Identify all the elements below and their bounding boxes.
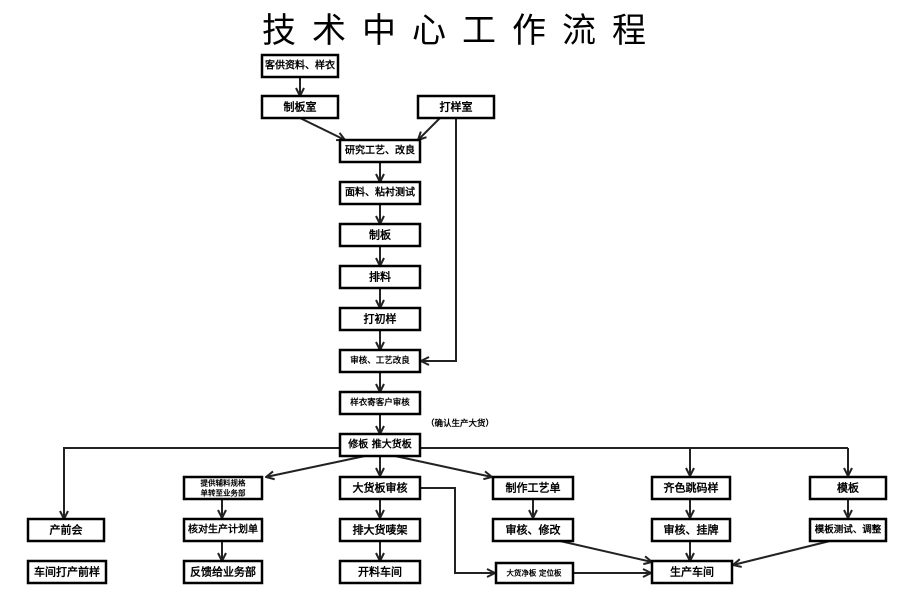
- svg-text:提供辅料规格: 提供辅料规格: [201, 478, 246, 488]
- arrow: [64, 447, 340, 519]
- node-bulk-review: 大货板审核: [338, 475, 422, 501]
- svg-text:单转至业务部: 单转至业务部: [201, 488, 246, 498]
- node-make-pattern: 制板: [338, 222, 422, 248]
- node-layout: 排料: [338, 264, 422, 290]
- node-first-sample: 打初样: [338, 306, 422, 332]
- node-workshop-sample: 车间打产前样: [26, 559, 108, 585]
- svg-text:齐色跳码样: 齐色跳码样: [664, 481, 719, 495]
- svg-text:产前会: 产前会: [50, 523, 84, 537]
- svg-text:审核、修改: 审核、修改: [506, 523, 562, 537]
- svg-text:排大货唛架: 排大货唛架: [353, 523, 408, 537]
- svg-text:打初样: 打初样: [364, 312, 397, 326]
- node-pre-meeting: 产前会: [26, 517, 106, 543]
- node-process-sheet: 制作工艺单: [491, 475, 575, 501]
- svg-text:反馈给业务部: 反馈给业务部: [190, 565, 256, 579]
- arrow: [733, 540, 831, 565]
- arrow: [421, 118, 457, 361]
- svg-text:排料: 排料: [369, 270, 391, 284]
- node-size-color-sample: 齐色跳码样: [650, 475, 732, 501]
- node-bulk-marker: 排大货唛架: [338, 517, 422, 543]
- node-pattern-room: 制板室: [260, 94, 340, 120]
- node-sample-room: 打样室: [416, 94, 496, 120]
- svg-text:大货净板 定位板: 大货净板 定位板: [506, 568, 562, 578]
- connectors: [64, 77, 848, 573]
- svg-text:制板: 制板: [369, 228, 392, 242]
- arrow: [418, 117, 441, 140]
- node-net-pattern: 大货净板 定位板: [494, 561, 575, 585]
- page-title: 技术中心工作流程: [262, 11, 662, 51]
- node-cutting: 开料车间: [338, 559, 422, 585]
- svg-text:审核、工艺改良: 审核、工艺改良: [350, 355, 410, 366]
- node-review-improve: 审核、工艺改良: [338, 348, 422, 374]
- svg-text:车间打产前样: 车间打产前样: [34, 565, 100, 579]
- node-production: 生产车间: [650, 559, 734, 585]
- node-template-test: 模板测试、调整: [808, 517, 888, 543]
- arrow: [266, 455, 366, 477]
- node-research: 研究工艺、改良: [338, 138, 422, 164]
- svg-text:面料、粘衬测试: 面料、粘衬测试: [345, 186, 415, 199]
- svg-text:制板室: 制板室: [284, 100, 317, 114]
- node-review-modify: 审核、修改: [491, 517, 575, 543]
- arrow: [559, 540, 652, 562]
- node-review-tag: 审核、挂牌: [650, 517, 732, 543]
- svg-text:样衣寄客户审核: 样衣寄客户审核: [350, 397, 410, 408]
- arrow: [394, 455, 492, 477]
- svg-text:审核、挂牌: 审核、挂牌: [664, 523, 719, 537]
- node-fabric-test: 面料、粘衬测试: [338, 180, 422, 206]
- node-template: 模板: [808, 475, 888, 501]
- node-check-plan: 核对生产计划单: [182, 517, 264, 543]
- svg-text:修板 推大货板: 修板 推大货板: [347, 438, 412, 451]
- svg-text:打样室: 打样室: [440, 100, 473, 114]
- svg-text:核对生产计划单: 核对生产计划单: [188, 523, 258, 536]
- svg-text:开料车间: 开料车间: [358, 565, 402, 579]
- confirm-bulk-note: （确认生产大货）: [426, 418, 494, 429]
- arrow: [299, 117, 345, 140]
- node-grade-bulk: 修板 推大货板: [338, 432, 422, 458]
- svg-text:制作工艺单: 制作工艺单: [506, 481, 561, 495]
- svg-text:模板: 模板: [837, 481, 860, 495]
- node-client-materials: 客供资料、样衣: [260, 53, 340, 79]
- node-feedback: 反馈给业务部: [182, 559, 264, 585]
- svg-text:研究工艺、改良: 研究工艺、改良: [345, 144, 415, 157]
- svg-text:客供资料、样衣: 客供资料、样衣: [264, 59, 335, 72]
- arrow: [421, 487, 495, 573]
- svg-text:大货板审核: 大货板审核: [353, 481, 408, 495]
- node-send-client: 样衣寄客户审核: [338, 390, 422, 416]
- svg-text:模板测试、调整: 模板测试、调整: [815, 524, 882, 536]
- svg-text:生产车间: 生产车间: [670, 565, 714, 579]
